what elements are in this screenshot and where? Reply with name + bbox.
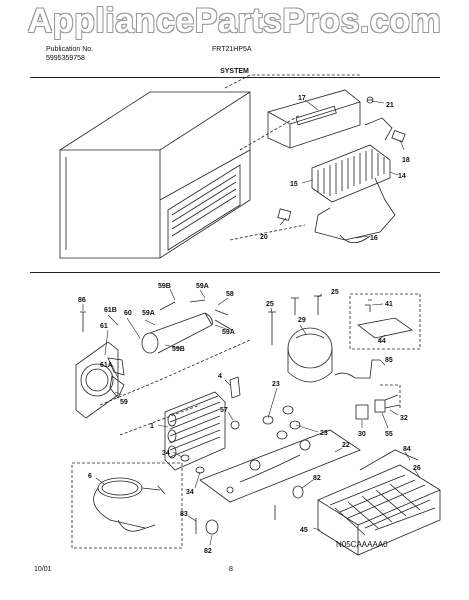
tube-85	[334, 359, 380, 379]
callout-59a-top: 59A	[196, 283, 209, 290]
callout-26: 26	[413, 465, 421, 472]
part-20	[277, 208, 292, 221]
callout-30: 30	[358, 431, 366, 438]
callout-61a: 61A	[100, 362, 113, 369]
callout-58: 58	[226, 291, 234, 298]
callout-41: 41	[385, 301, 393, 308]
callout-4: 4	[218, 373, 222, 380]
screw-86	[80, 311, 86, 332]
callout-17: 17	[298, 95, 306, 102]
callout-34-left: 34	[162, 450, 170, 457]
callout-18: 18	[402, 157, 410, 164]
callout-59a-mid: 59A	[142, 310, 155, 317]
condenser-fan-assembly	[75, 299, 233, 419]
callout-61: 61	[100, 323, 108, 330]
compressor	[287, 327, 333, 383]
callout-1: 1	[150, 423, 154, 430]
page-number: 8	[229, 566, 233, 573]
callout-23-lower: 23	[320, 430, 328, 437]
refrigerator-cabinet	[59, 91, 251, 259]
callout-57: 57	[220, 407, 228, 414]
condenser-coil	[164, 391, 226, 471]
grommet-82b	[292, 485, 304, 499]
callout-59: 59	[120, 399, 128, 406]
callout-34-lower: 34	[186, 489, 194, 496]
callout-85: 85	[385, 357, 393, 364]
evaporator-coil	[311, 117, 393, 203]
callout-16: 16	[370, 235, 378, 242]
callout-45: 45	[300, 527, 308, 534]
callout-23-upper: 23	[272, 381, 280, 388]
callout-60: 60	[124, 310, 132, 317]
part-18	[391, 130, 406, 143]
relay-30	[355, 404, 369, 420]
callout-59a-right: 59A	[222, 329, 235, 336]
overload-55	[374, 399, 386, 413]
footer-date: 10/01	[34, 566, 52, 573]
parts-box-41-44	[349, 293, 421, 350]
header-rule	[30, 77, 440, 78]
callout-25-left: 25	[266, 301, 274, 308]
part-57	[230, 420, 240, 430]
publication-number: 5995359758	[46, 55, 85, 62]
compressor-base-plate	[199, 429, 361, 503]
section-divider	[30, 272, 440, 273]
grommet-82a	[205, 519, 219, 535]
screw-25a	[268, 311, 276, 345]
part-44	[357, 317, 413, 339]
callout-61b: 61B	[104, 307, 117, 314]
callout-21: 21	[386, 102, 394, 109]
power-cord-box	[71, 462, 183, 549]
evaporator-cover	[267, 89, 361, 149]
callout-15: 15	[290, 181, 298, 188]
callout-59b-top: 59B	[158, 283, 171, 290]
tube-84	[359, 449, 419, 471]
callout-29: 29	[298, 317, 306, 324]
watermark: AppliancePartsPros.com	[27, 2, 442, 40]
callout-25-right: 25	[331, 289, 339, 296]
publication-label: Publication No.	[46, 46, 94, 53]
callout-20: 20	[260, 234, 268, 241]
drawing-code: N05CAAAAA0	[336, 540, 388, 549]
drain-pan	[317, 464, 441, 556]
part-4	[229, 376, 241, 399]
callout-83: 83	[180, 511, 188, 518]
callout-86: 86	[78, 297, 86, 304]
model-number: FRT21HP5A	[212, 46, 252, 53]
callout-55: 55	[385, 431, 393, 438]
screw-25b	[291, 297, 299, 315]
screw-25c	[314, 295, 322, 315]
callout-6: 6	[88, 473, 92, 480]
callout-44: 44	[378, 338, 386, 345]
callout-59b-lower: 59B	[172, 346, 185, 353]
callout-84: 84	[403, 446, 411, 453]
callout-14: 14	[398, 173, 406, 180]
callout-82-right: 82	[313, 475, 321, 482]
section-title: SYSTEM	[220, 68, 249, 75]
callout-32: 32	[400, 415, 408, 422]
callout-82-left: 82	[204, 548, 212, 555]
callout-22: 22	[342, 442, 350, 449]
